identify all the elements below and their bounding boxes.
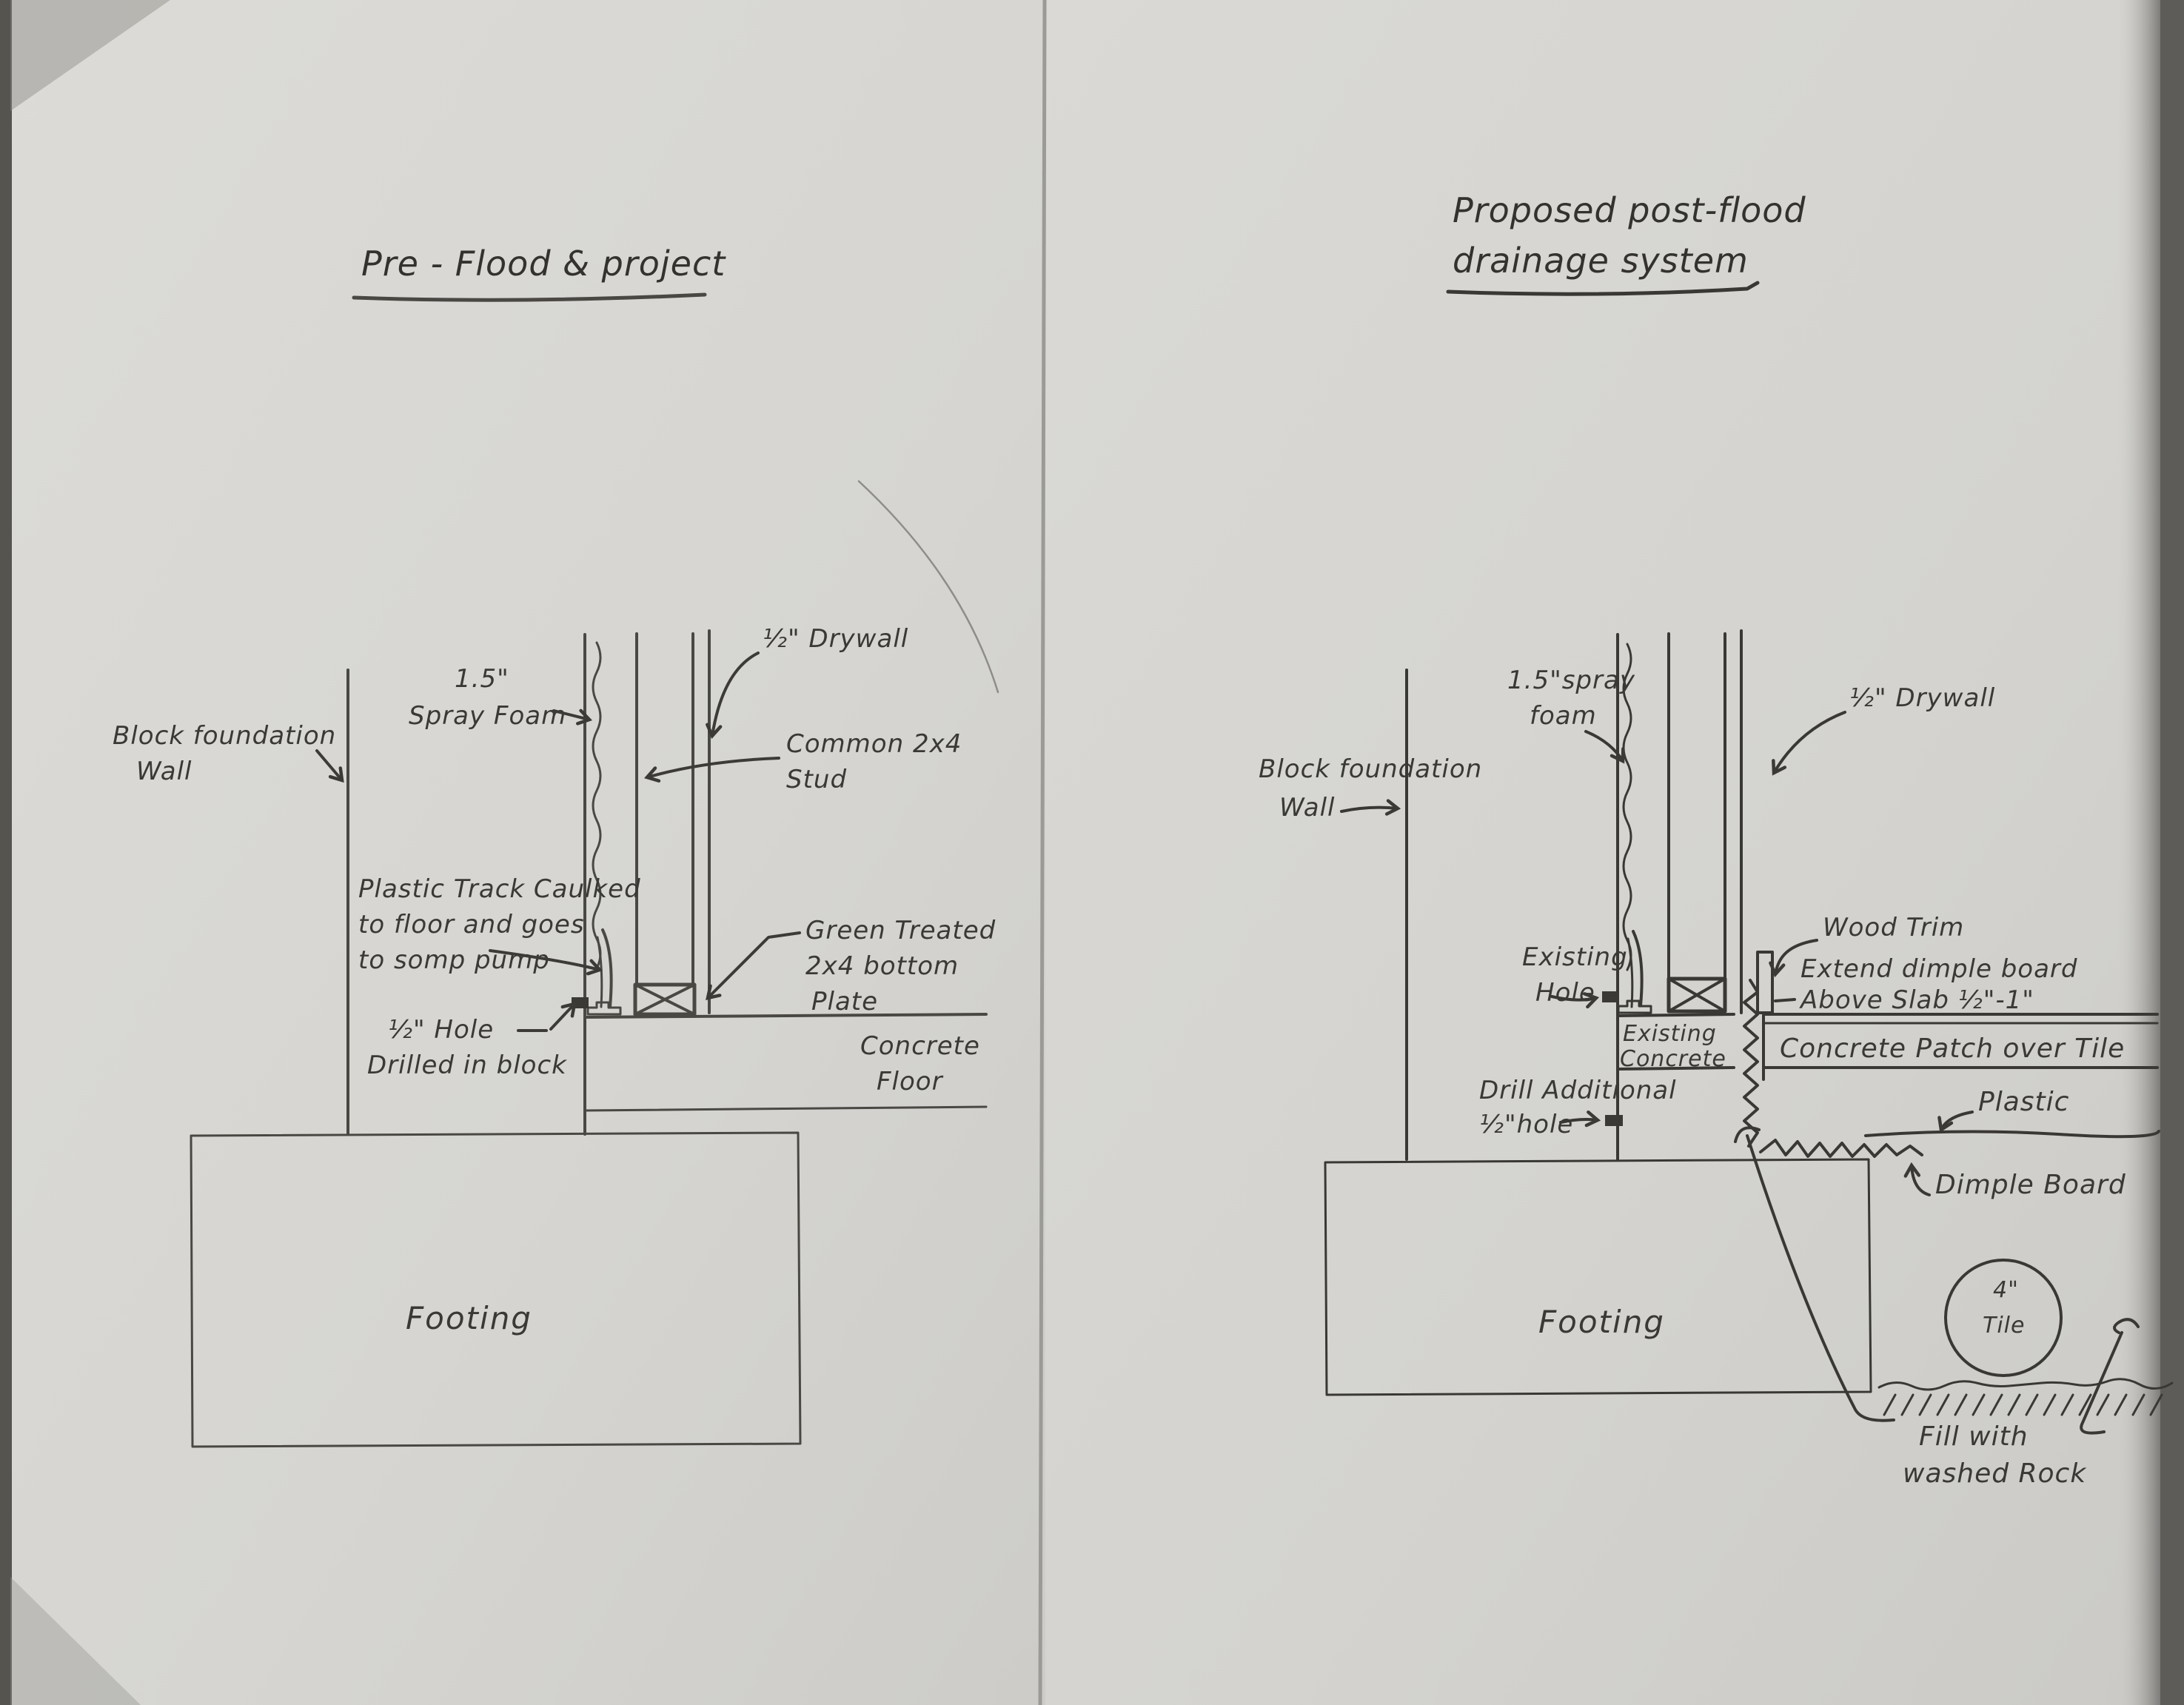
right-bottom-plate [1667, 977, 1727, 1014]
right-plastic-track [1617, 930, 1652, 1014]
right-additional-hole [1605, 1115, 1623, 1126]
right-existing-hole-label-line1: Existing [1522, 942, 1628, 972]
left-stud-label-line2: Stud [786, 765, 847, 794]
right-footing-label: Footing [1538, 1304, 1665, 1340]
right-dimple-board-leader [1903, 1162, 1931, 1196]
left-floor-label-line2: Floor [877, 1067, 944, 1096]
left-stud-arrow [644, 757, 780, 783]
left-foam-label-line1: 1.5" [455, 664, 509, 694]
right-existing-concrete-line1: Existing [1623, 1021, 1717, 1047]
left-footing-label: Footing [406, 1300, 532, 1336]
right-title-underline [1446, 281, 1760, 296]
left-hole-label-line2: Drilled in block [367, 1051, 567, 1080]
right-existing-slab-bottom [1617, 1066, 1735, 1071]
left-wall-label-line1: Block foundation [113, 721, 336, 751]
corner-shadow-bottom-left [10, 1577, 141, 1705]
right-existing-hole-arrow [1550, 992, 1600, 1009]
left-foam-arrow [552, 709, 593, 726]
right-plastic-arrow [1937, 1111, 1974, 1133]
right-plastic-drape [1746, 1134, 1895, 1422]
right-drill-label-line1: Drill Additional [1479, 1076, 1677, 1105]
right-tile-label-line1: 4" [1993, 1277, 2019, 1303]
right-wall-label-line2: Wall [1279, 793, 1336, 823]
right-existing-concrete-line2: Concrete [1620, 1046, 1726, 1072]
right-existing-hole-label-line2: Hole [1535, 978, 1595, 1008]
right-foam-label-line1: 1.5"spray [1507, 666, 1635, 695]
left-title: Pre - Flood & project [361, 244, 726, 284]
right-plastic-curl [1734, 1126, 1761, 1143]
left-plate-label-line2: 2x4 bottom [805, 951, 959, 981]
right-extend-label-line2: Above Slab ½"-1" [1799, 985, 2034, 1015]
right-extend-leader [1774, 998, 1796, 1002]
left-drywall-label: ½" Drywall [763, 624, 908, 654]
stray-pencil-arc [857, 480, 999, 694]
left-hole-label-line1: ½" Hole [388, 1015, 494, 1045]
left-wall-label-line2: Wall [136, 757, 192, 786]
left-title-underline [352, 292, 707, 302]
right-dimple-board-horizontal [1759, 1139, 1923, 1158]
right-patch-label: Concrete Patch over Tile [1780, 1034, 2125, 1064]
left-drywall-arrow [706, 651, 760, 740]
right-drain-tile-circle [1944, 1259, 2063, 1377]
right-fill-label-line1: Fill with [1919, 1421, 2029, 1452]
right-dimple-board-label: Dimple Board [1935, 1170, 2126, 1200]
right-drywall-label: ½" Drywall [1849, 683, 1995, 713]
right-extend-label-line1: Extend dimple board [1801, 954, 2077, 984]
left-spray-foam-squiggle [592, 641, 602, 970]
right-wall-arrow [1340, 799, 1401, 816]
left-foam-label-line2: Spray Foam [409, 701, 566, 731]
right-footing-outline [1324, 1158, 1872, 1396]
right-dimple-board-vertical [1743, 979, 1759, 1148]
right-title-line1: Proposed post-flood [1453, 190, 1806, 230]
left-track-label-line1: Plastic Track Caulked [358, 874, 641, 904]
left-plate-label-line1: Green Treated [805, 916, 996, 945]
right-diagram-post-flood: Proposed post-flood drainage system [1259, 190, 2174, 1489]
left-plate-label-line3: Plate [811, 987, 878, 1016]
paper-sheet-right [1045, 0, 2160, 1705]
left-hole-arrow [549, 1001, 577, 1031]
paper-sheet-left [10, 0, 1045, 1705]
right-drill-arrow [1559, 1110, 1601, 1128]
left-footing-outline [190, 1131, 802, 1448]
right-plastic-horizontal [1864, 1130, 2160, 1139]
left-track-label-line3: to somp pump [358, 945, 550, 975]
right-existing-slab-top [1617, 1013, 1735, 1017]
right-existing-hole [1602, 991, 1619, 1002]
paper-edge-shade [2117, 0, 2160, 1705]
left-bottom-plate [633, 982, 697, 1016]
left-diagram-pre-flood: Pre - Flood & project Footing [113, 244, 999, 1448]
right-wood-trim-label: Wood Trim [1823, 913, 1964, 942]
right-drill-label-line2: ½"hole [1479, 1110, 1573, 1139]
right-wall-label-line1: Block foundation [1259, 754, 1482, 784]
left-floor-label-line1: Concrete [860, 1031, 980, 1061]
right-gravel-hatching [1883, 1393, 2163, 1416]
left-stud-label-line1: Common 2x4 [786, 729, 962, 759]
left-plate-arrow [706, 931, 801, 1000]
left-slab-top-line [583, 1013, 988, 1019]
sheet-seam [1038, 0, 1047, 1705]
photo-edge-left [0, 0, 12, 1705]
left-slab-bottom-line [583, 1105, 988, 1112]
right-fill-label-line2: washed Rock [1903, 1458, 2087, 1489]
photo-edge-right [2160, 0, 2184, 1705]
right-title-line2: drainage system [1453, 241, 1749, 281]
right-foam-label-line2: foam [1530, 701, 1597, 731]
right-drywall-arrow [1772, 711, 1846, 776]
right-gravel-surface [1877, 1378, 2174, 1391]
right-foam-arrow [1584, 730, 1625, 764]
left-wall-arrow [315, 749, 344, 783]
right-tile-label-line2: Tile [1983, 1313, 2025, 1339]
right-concrete-patch-box [1762, 1013, 2159, 1081]
right-spray-foam-squiggle [1622, 643, 1632, 971]
left-track-arrow [489, 949, 603, 976]
corner-shadow-top-left [10, 0, 170, 111]
right-plastic-edge-stake [2080, 1318, 2140, 1435]
right-plastic-label: Plastic [1978, 1087, 2069, 1117]
left-track-label-line2: to floor and goes [358, 910, 585, 939]
right-wood-trim-leader [1769, 939, 1818, 978]
